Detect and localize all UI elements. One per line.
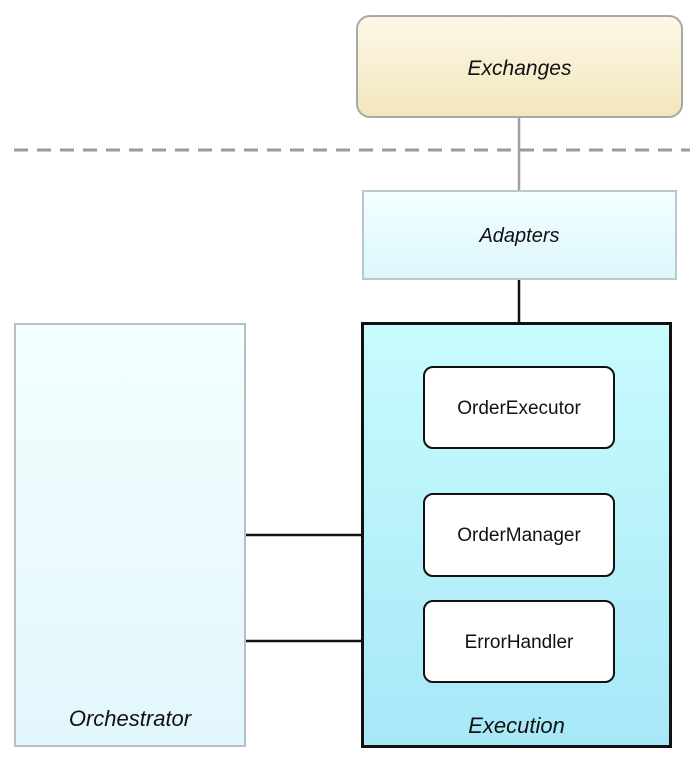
order-manager-box: OrderManager [423, 493, 615, 577]
adapters-label: Adapters [479, 225, 560, 247]
error-handler-box: ErrorHandler [423, 600, 615, 683]
exchanges-box: Exchanges [356, 15, 683, 118]
order-executor-label: OrderExecutor [457, 398, 581, 419]
orchestrator-label: Orchestrator [68, 706, 192, 731]
orchestrator-box: Orchestrator [14, 323, 246, 747]
exchanges-label: Exchanges [467, 57, 572, 80]
error-handler-label: ErrorHandler [464, 632, 574, 653]
order-manager-label: OrderManager [457, 525, 581, 546]
adapters-box: Adapters [362, 190, 677, 280]
order-executor-box: OrderExecutor [423, 366, 615, 449]
execution-label: Execution [468, 713, 565, 738]
